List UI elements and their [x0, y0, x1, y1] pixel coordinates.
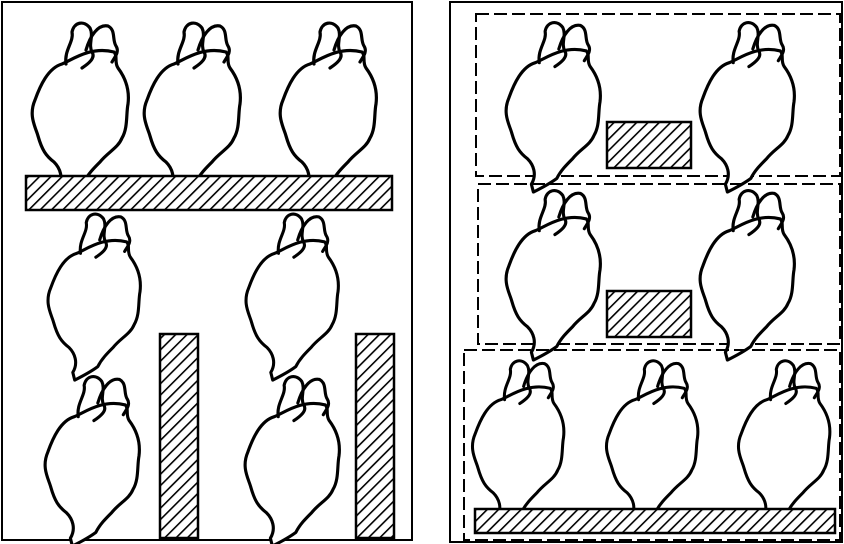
leaf-blob-icon [280, 23, 376, 196]
hatched-bar-vertical [160, 334, 198, 538]
leaf-blob-icon [246, 214, 338, 380]
leaf-blob-icon [738, 361, 829, 525]
leaf-blob-icon [472, 361, 563, 525]
dashed-group-2 [478, 184, 840, 360]
left-top-row [26, 23, 392, 210]
dashed-group-1 [476, 14, 840, 192]
leaf-blob-icon [48, 214, 140, 380]
leaf-blob-icon [606, 361, 697, 525]
leaf-blob-icon [144, 23, 240, 196]
hatched-bar-vertical [356, 334, 394, 538]
leaf-blob-icon [700, 23, 794, 192]
hatched-bar-small [607, 122, 691, 168]
leaf-blob-icon [506, 23, 600, 192]
dashed-group-3 [464, 350, 840, 540]
leaf-blob-icon [700, 191, 794, 360]
leaf-blob-icon [506, 191, 600, 360]
left-lower-grid [45, 214, 394, 544]
hatched-bar-horizontal [26, 176, 392, 210]
leaf-blob-icon [245, 377, 339, 544]
hatched-bar-horizontal [475, 509, 835, 533]
hatched-bar-small [607, 291, 691, 337]
leaf-blob-icon [32, 23, 128, 196]
leaf-blob-icon [45, 377, 139, 544]
